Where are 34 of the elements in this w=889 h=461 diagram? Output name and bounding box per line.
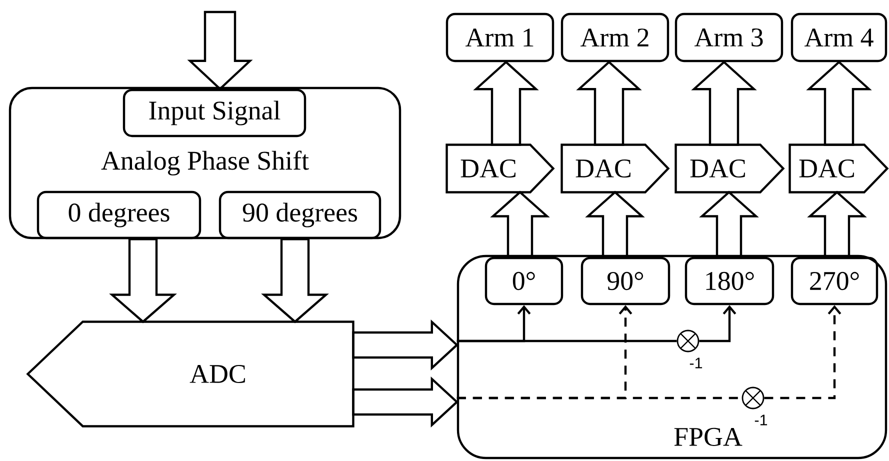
- block-arrow: [806, 60, 872, 146]
- block-arrow: [352, 319, 459, 370]
- multiplier-symbol: [676, 330, 700, 352]
- block-arrow: [490, 190, 550, 258]
- block-arrow: [585, 190, 645, 258]
- dac-block: DAC: [560, 144, 670, 194]
- block-arrow: [261, 238, 329, 324]
- factor-label: -1: [754, 414, 768, 426]
- block-arrow: [691, 60, 757, 146]
- block-arrow: [699, 190, 759, 258]
- block-arrow: [473, 60, 539, 146]
- label-box: 0°: [484, 256, 564, 306]
- block-arrow: [807, 190, 867, 258]
- dac-block: DAC: [674, 144, 785, 194]
- label-box: 90 degrees: [218, 190, 382, 240]
- dac-block: DAC: [446, 144, 555, 194]
- label-box: 90°: [580, 256, 670, 306]
- label-box: 270°: [790, 256, 878, 306]
- label-box: Arm 2: [560, 12, 670, 62]
- block-arrow: [109, 238, 177, 324]
- label-box: Arm 4: [790, 12, 888, 62]
- arrow: [699, 305, 736, 342]
- signal-line: [456, 340, 677, 342]
- block-arrow: [352, 376, 459, 428]
- dac-block: DAC: [788, 144, 889, 194]
- label-box: 180°: [684, 256, 774, 306]
- label-box: Arm 1: [446, 12, 554, 62]
- factor-label: -1: [690, 358, 702, 368]
- label-box: 0 degrees: [36, 190, 202, 240]
- arrow: [764, 305, 842, 400]
- block-arrow: [576, 60, 642, 146]
- label-box: Arm 3: [674, 12, 784, 62]
- label-box: Input Signal: [122, 88, 306, 138]
- multiplier-symbol: [742, 386, 764, 410]
